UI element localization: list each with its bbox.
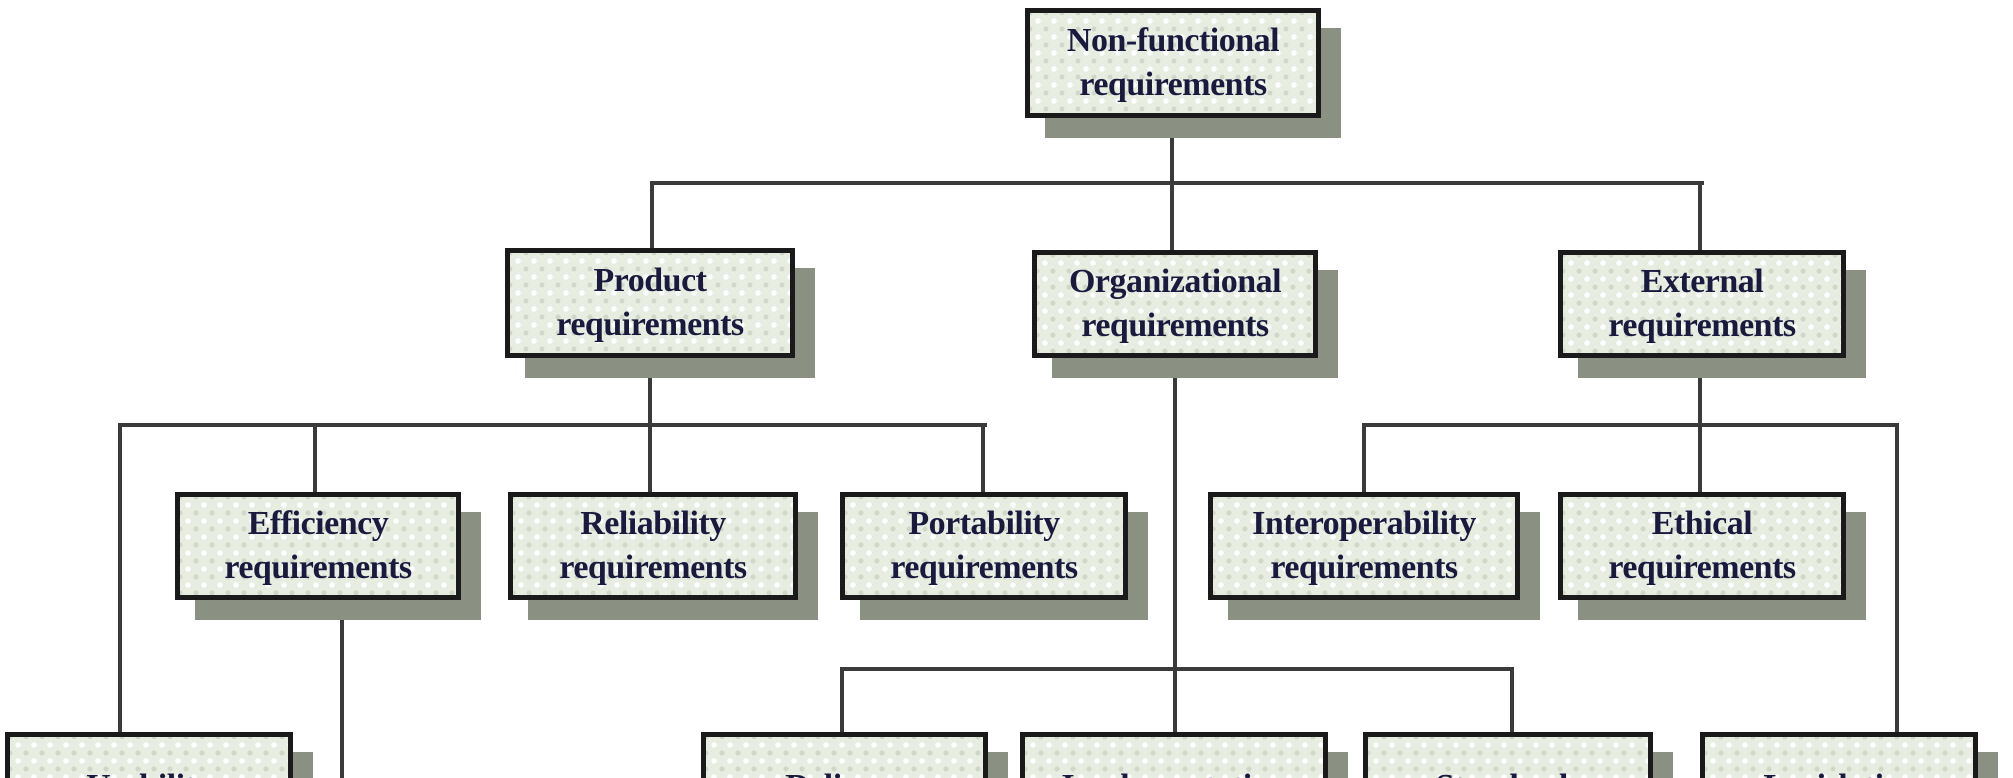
node-ethical-requirements: Ethical requirements: [1558, 492, 1846, 600]
node-reliability-requirements: Reliability requirements: [508, 492, 798, 600]
node-non-functional-requirements: Non-functional requirements: [1025, 8, 1321, 118]
node-usability-requirements: Usability: [5, 732, 293, 778]
connector-drop-efficiency: [313, 423, 317, 492]
node-legislative-requirements: Legislative: [1700, 732, 1978, 778]
connector-drop-portability: [981, 423, 985, 492]
node-external-requirements: External requirements: [1558, 250, 1846, 358]
connector-drop-interoperability: [1362, 423, 1366, 492]
connector-organizational-stem: [1173, 358, 1177, 732]
connector-drop-product: [650, 181, 654, 248]
connector-efficiency-stem: [340, 600, 344, 778]
node-portability-requirements: Portability requirements: [840, 492, 1128, 600]
connector-top-rail: [650, 181, 1704, 185]
node-efficiency-requirements: Efficiency requirements: [175, 492, 461, 600]
connector-drop-standards: [1510, 667, 1514, 732]
connector-organizational-rail: [840, 667, 1514, 671]
node-organizational-requirements: Organizational requirements: [1032, 250, 1318, 358]
node-standards-requirements: Standards: [1363, 732, 1653, 778]
connector-drop-external: [1698, 181, 1702, 250]
connector-external-rail: [1362, 423, 1899, 427]
connector-drop-legislative: [1895, 423, 1899, 732]
node-delivery-requirements: Delivery: [701, 732, 988, 778]
connector-drop-delivery: [840, 667, 844, 732]
node-interoperability-requirements: Interoperability requirements: [1208, 492, 1520, 600]
node-product-requirements: Product requirements: [505, 248, 795, 358]
connector-drop-usability: [118, 423, 122, 732]
node-implementation-requirements: Implementation: [1020, 732, 1328, 778]
connector-product-rail: [118, 423, 987, 427]
